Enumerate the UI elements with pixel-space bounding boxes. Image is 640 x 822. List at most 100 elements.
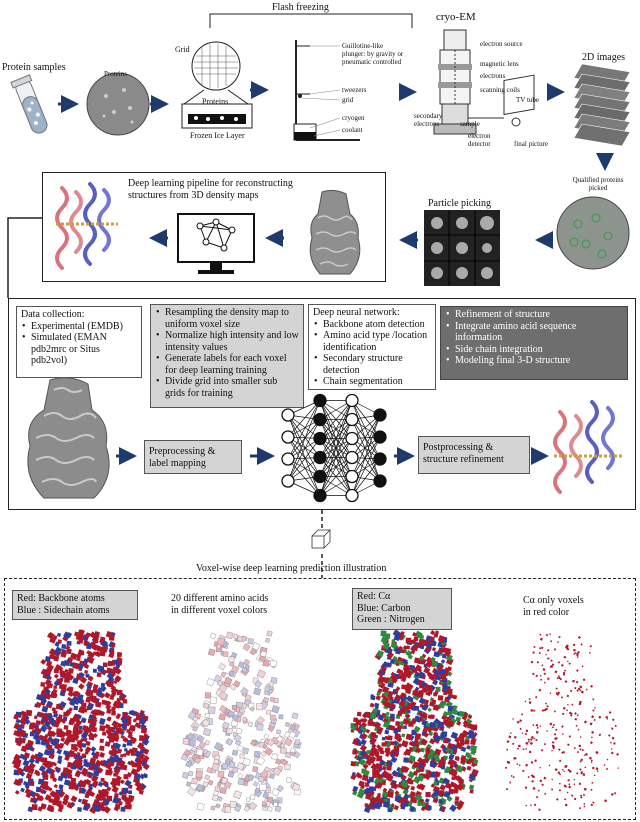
voxel (403, 793, 410, 800)
voxel (428, 673, 433, 678)
voxel-cloud-calpha (504, 633, 620, 811)
voxel (556, 798, 559, 801)
em-sample: sample (460, 120, 480, 128)
voxel (109, 649, 115, 655)
nn-edge (351, 419, 381, 460)
voxel (595, 751, 599, 755)
voxel (387, 735, 393, 741)
voxel (247, 721, 254, 727)
voxel (377, 714, 385, 721)
voxel (453, 788, 459, 794)
dnn-item: Amino acid type /location identification (314, 330, 431, 353)
voxel (398, 660, 403, 666)
voxel (437, 635, 446, 643)
voxel (532, 775, 535, 778)
voxel (558, 748, 561, 751)
voxel (22, 759, 30, 767)
voxel (94, 701, 100, 707)
voxel (540, 748, 544, 752)
voxel (278, 714, 284, 720)
voxel (128, 784, 133, 789)
voxel (46, 660, 53, 667)
voxel (38, 765, 47, 773)
voxel (81, 798, 89, 806)
voxel (48, 648, 57, 657)
voxel (87, 675, 94, 682)
voxel (206, 766, 213, 774)
voxel (580, 770, 584, 774)
voxel (576, 714, 579, 717)
voxel (383, 691, 389, 697)
voxel (534, 759, 537, 762)
voxel (59, 670, 66, 676)
final-structure-ribbon (553, 400, 622, 494)
voxel (420, 711, 428, 719)
nn-node (345, 431, 359, 446)
voxel (362, 753, 368, 758)
voxel (262, 696, 270, 704)
voxel (452, 705, 458, 710)
nn-node (281, 474, 295, 488)
voxel (577, 651, 580, 654)
voxel (226, 727, 233, 735)
voxel-panel-line: Cα only voxels (523, 595, 584, 606)
voxel (567, 779, 570, 782)
nn-edge (287, 414, 321, 477)
voxel (357, 756, 362, 761)
voxel (204, 774, 211, 781)
voxel (360, 784, 365, 789)
voxel (207, 648, 216, 657)
nn-edge (287, 419, 321, 460)
voxel (551, 788, 554, 791)
voxel (57, 755, 63, 761)
voxel (594, 706, 596, 709)
voxel (365, 758, 373, 766)
voxel (113, 659, 119, 665)
voxel (565, 646, 568, 649)
voxel (115, 726, 124, 735)
voxel (68, 668, 74, 674)
voxel (608, 734, 611, 737)
voxel (90, 746, 97, 753)
voxel (408, 741, 414, 746)
nn-node (313, 488, 327, 503)
voxel (46, 804, 55, 812)
voxel (217, 770, 225, 778)
voxel (46, 744, 53, 751)
voxel (535, 730, 539, 734)
voxel (466, 765, 472, 771)
voxel (237, 772, 244, 780)
voxel (77, 638, 84, 644)
voxel (213, 741, 224, 752)
voxel (72, 746, 79, 752)
voxel-panel-line: Green : Nitrogen (357, 614, 425, 625)
voxel (545, 707, 548, 711)
voxel (608, 711, 612, 714)
voxel (72, 677, 79, 685)
nn-edge (287, 436, 321, 496)
data-collection-title: Data collection: (21, 309, 85, 320)
voxel (107, 730, 112, 735)
voxel (112, 796, 120, 805)
voxel (291, 712, 299, 720)
voxel (115, 663, 121, 669)
voxel (550, 640, 552, 643)
voxel (110, 687, 118, 695)
voxel (411, 705, 417, 711)
voxel (247, 638, 254, 645)
voxel (468, 773, 476, 781)
voxel (224, 781, 232, 789)
voxel (384, 729, 390, 735)
voxel (54, 742, 62, 750)
voxel (209, 696, 217, 704)
voxel (202, 748, 209, 755)
voxel (549, 692, 552, 694)
voxel (616, 752, 619, 756)
voxel (576, 653, 579, 657)
voxel (577, 728, 580, 731)
voxel (585, 753, 588, 756)
voxel (53, 783, 58, 789)
nn-edge (351, 436, 381, 477)
voxel (52, 799, 58, 806)
voxel (110, 745, 115, 749)
